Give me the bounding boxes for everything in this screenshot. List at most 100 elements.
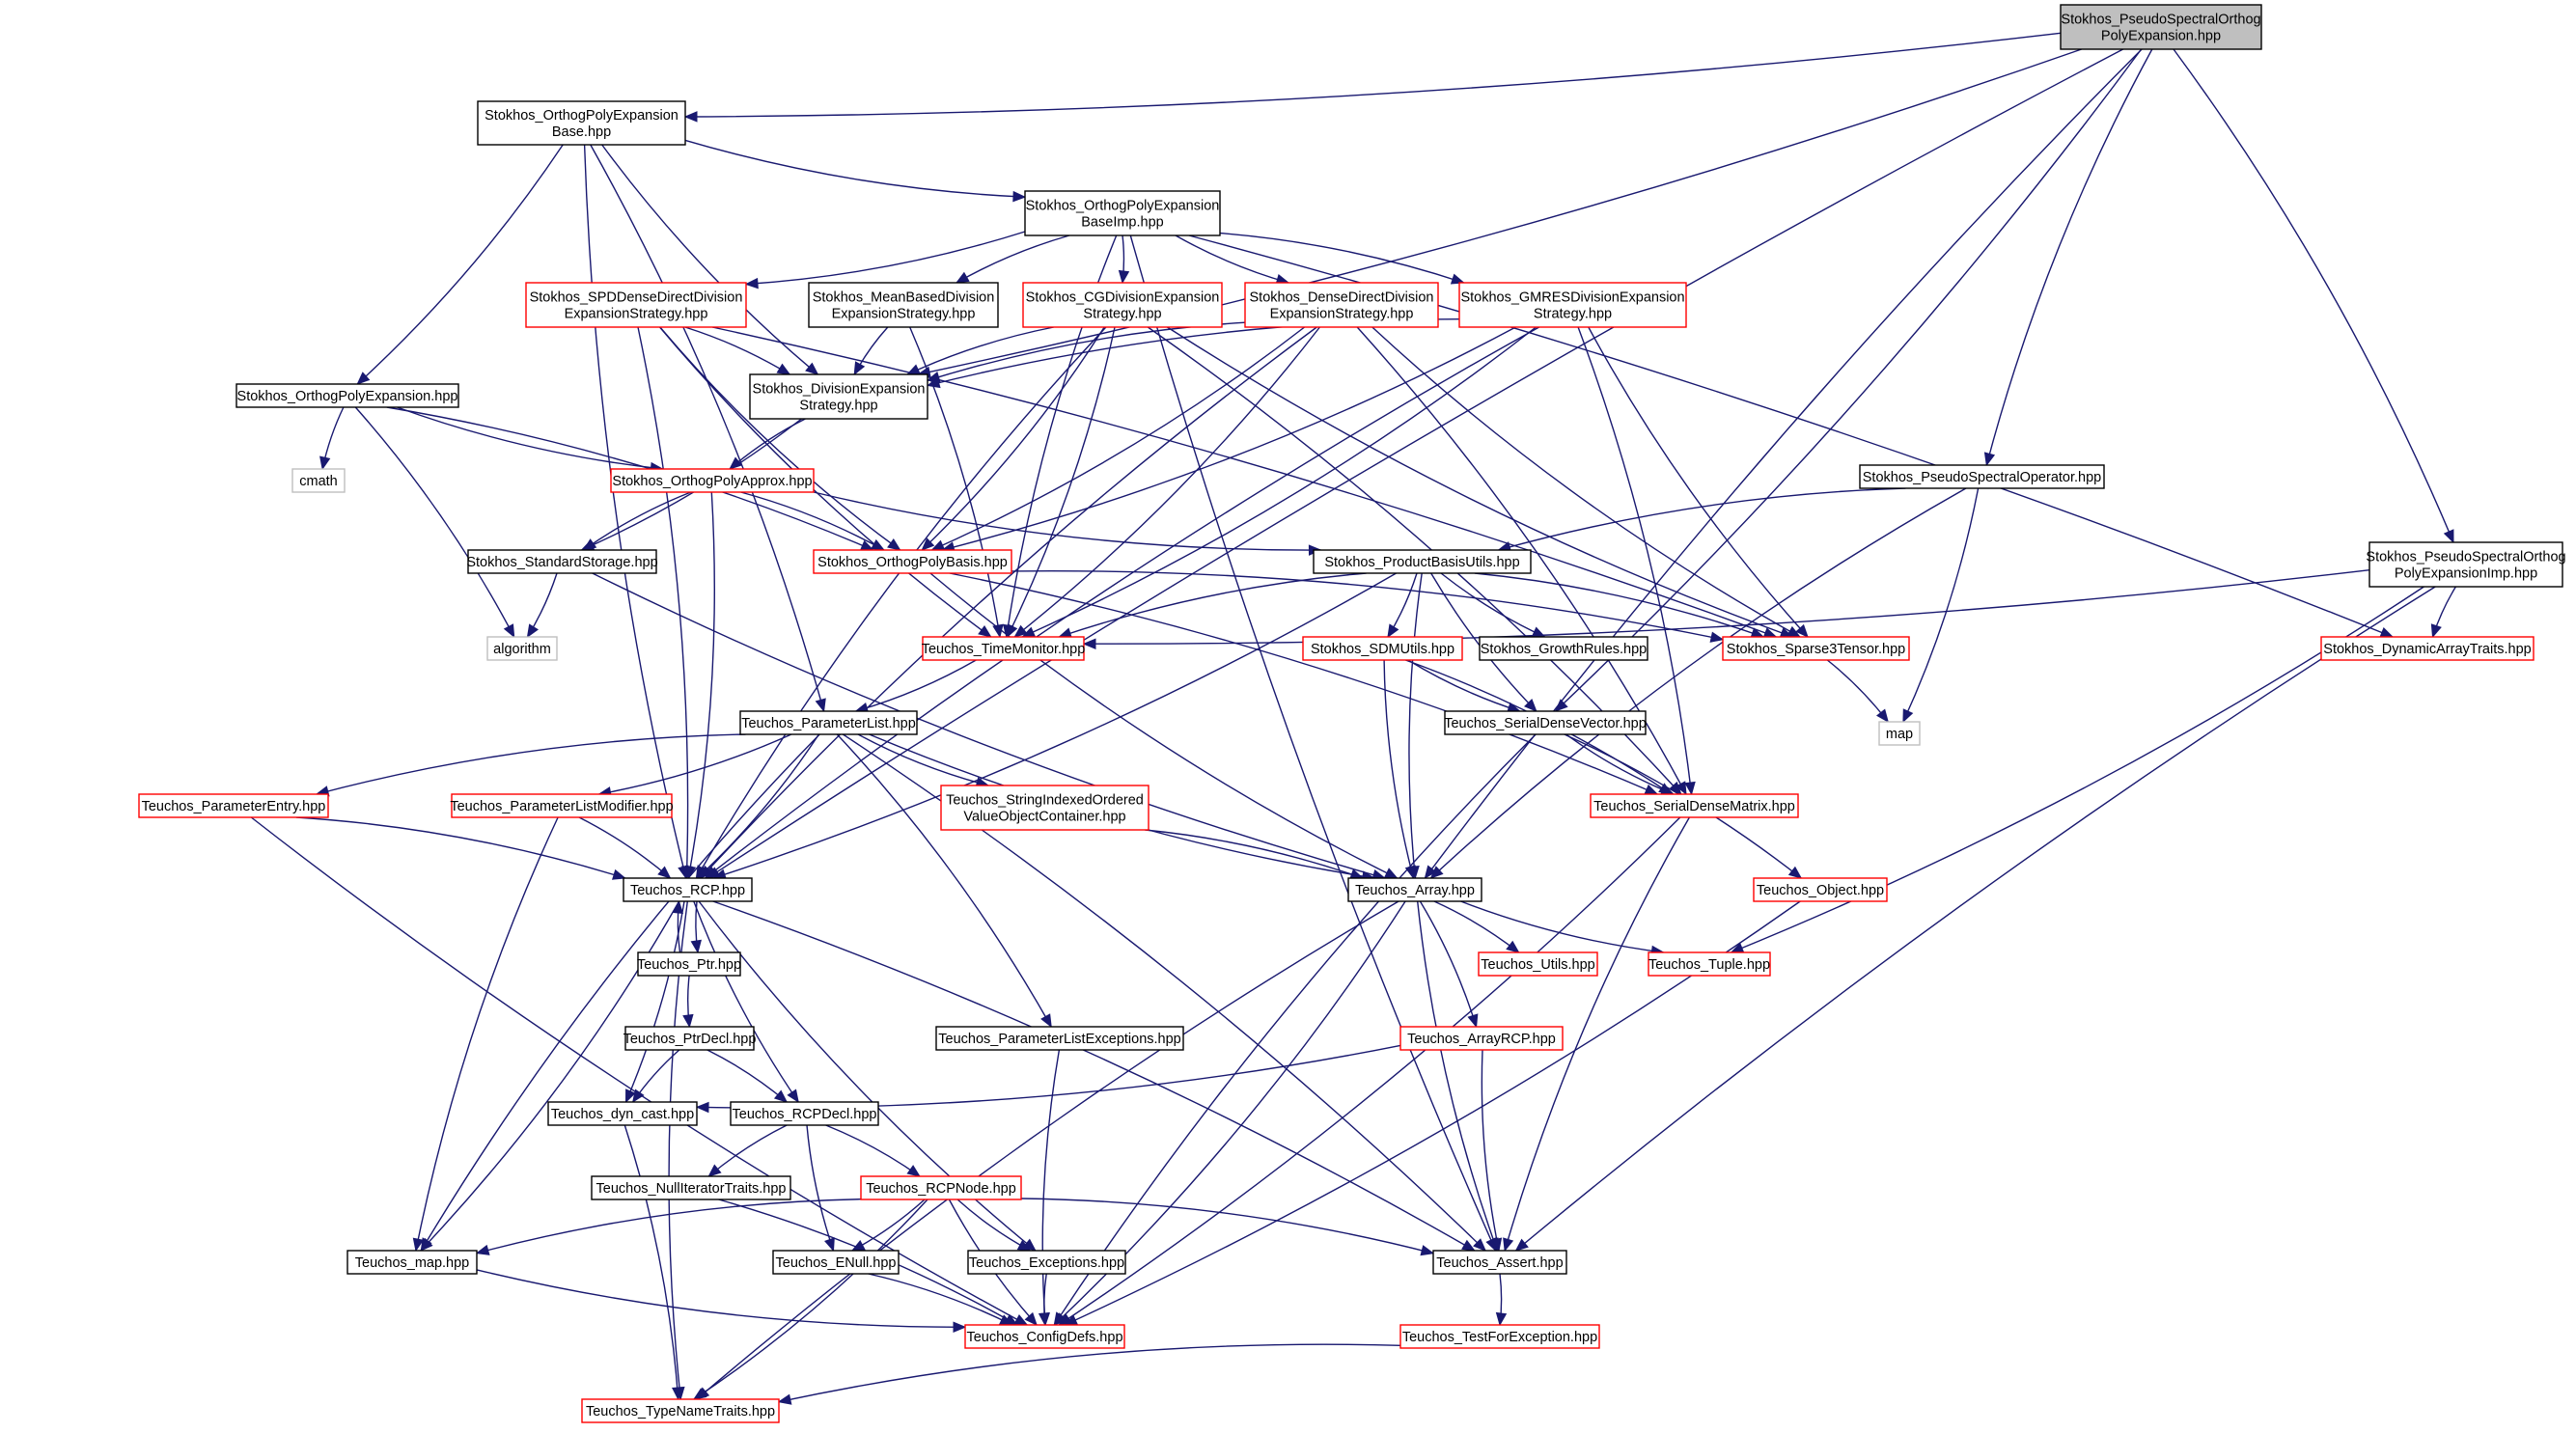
node-gmres[interactable]: Stokhos_GMRESDivisionExpansionStrategy.h…: [1458, 282, 1687, 328]
node-box[interactable]: [808, 282, 999, 328]
node-box[interactable]: [1479, 636, 1648, 661]
node-pl[interactable]: Teuchos_ParameterList.hpp: [739, 710, 918, 735]
node-rcp[interactable]: Teuchos_RCP.hpp: [623, 877, 753, 902]
node-psimp[interactable]: Stokhos_PseudoSpectralOrthogPolyExpansio…: [2366, 541, 2566, 588]
node-box[interactable]: [1722, 636, 1910, 661]
node-s3t[interactable]: Stokhos_Sparse3Tensor.hpp: [1722, 636, 1910, 661]
node-box[interactable]: [964, 1324, 1125, 1349]
node-sdm[interactable]: Teuchos_SerialDenseMatrix.hpp: [1590, 793, 1799, 818]
node-box[interactable]: [860, 1175, 1022, 1200]
node-box[interactable]: [1302, 636, 1463, 661]
node-box[interactable]: [1313, 549, 1532, 574]
node-box[interactable]: [2060, 4, 2262, 50]
node-assert[interactable]: Teuchos_Assert.hpp: [1432, 1250, 1567, 1275]
node-pso[interactable]: Stokhos_PseudoSpectralOperator.hpp: [1859, 464, 2105, 489]
node-ptrdecl[interactable]: Teuchos_PtrDecl.hpp: [623, 1026, 757, 1051]
node-box[interactable]: [2368, 541, 2563, 588]
node-box[interactable]: [1444, 710, 1647, 735]
node-box[interactable]: [1399, 1324, 1600, 1349]
node-box[interactable]: [1347, 877, 1482, 902]
node-exc[interactable]: Teuchos_Exceptions.hpp: [967, 1250, 1126, 1275]
node-sdv[interactable]: Teuchos_SerialDenseVector.hpp: [1444, 710, 1647, 735]
node-box[interactable]: [967, 1250, 1126, 1275]
node-box[interactable]: [637, 951, 741, 977]
node-mean[interactable]: Stokhos_MeanBasedDivisionExpansionStrate…: [808, 282, 999, 328]
node-box[interactable]: [610, 468, 815, 493]
node-box[interactable]: [1244, 282, 1439, 328]
node-box[interactable]: [451, 793, 673, 818]
node-box[interactable]: [623, 877, 753, 902]
node-ss[interactable]: Stokhos_StandardStorage.hpp: [466, 549, 658, 574]
node-dyn[interactable]: Teuchos_dyn_cast.hpp: [547, 1101, 698, 1126]
node-tuple[interactable]: Teuchos_Tuple.hpp: [1648, 951, 1771, 977]
node-config[interactable]: Teuchos_ConfigDefs.hpp: [964, 1324, 1125, 1349]
node-box[interactable]: [730, 1101, 879, 1126]
node-sdmutils[interactable]: Stokhos_SDMUtils.hpp: [1302, 636, 1463, 661]
node-rcpnode[interactable]: Teuchos_RCPNode.hpp: [860, 1175, 1022, 1200]
node-tmap[interactable]: Teuchos_map.hpp: [346, 1250, 478, 1275]
node-box[interactable]: [1590, 793, 1799, 818]
node-box[interactable]: [813, 549, 1012, 574]
node-box[interactable]: [486, 636, 558, 661]
node-ple[interactable]: Teuchos_ParameterListExceptions.hpp: [935, 1026, 1184, 1051]
node-box[interactable]: [1648, 951, 1771, 977]
node-box[interactable]: [525, 282, 747, 328]
node-box[interactable]: [138, 793, 329, 818]
node-box[interactable]: [624, 1026, 755, 1051]
node-box[interactable]: [291, 468, 346, 493]
node-box[interactable]: [2320, 636, 2534, 661]
node-box[interactable]: [1859, 464, 2105, 489]
node-pbu[interactable]: Stokhos_ProductBasisUtils.hpp: [1313, 549, 1532, 574]
node-tm[interactable]: Teuchos_TimeMonitor.hpp: [922, 636, 1086, 661]
node-box[interactable]: [1399, 1026, 1564, 1051]
node-object[interactable]: Teuchos_Object.hpp: [1753, 877, 1888, 902]
node-box[interactable]: [467, 549, 657, 574]
node-box[interactable]: [547, 1101, 698, 1126]
node-sio[interactable]: Teuchos_StringIndexedOrderedValueObjectC…: [940, 785, 1150, 831]
node-box[interactable]: [940, 785, 1150, 831]
node-box[interactable]: [235, 383, 459, 408]
node-box[interactable]: [935, 1026, 1184, 1051]
node-ope[interactable]: Stokhos_OrthogPolyExpansion.hpp: [235, 383, 459, 408]
node-arcp[interactable]: Teuchos_ArrayRCP.hpp: [1399, 1026, 1564, 1051]
node-box[interactable]: [477, 100, 686, 146]
node-enull[interactable]: Teuchos_ENull.hpp: [772, 1250, 900, 1275]
node-box[interactable]: [346, 1250, 478, 1275]
node-nit[interactable]: Teuchos_NullIteratorTraits.hpp: [591, 1175, 791, 1200]
node-opa[interactable]: Stokhos_OrthogPolyApprox.hpp: [610, 468, 815, 493]
node-utils[interactable]: Teuchos_Utils.hpp: [1478, 951, 1598, 977]
node-root[interactable]: Stokhos_PseudoSpectralOrthogPolyExpansio…: [2060, 4, 2262, 50]
node-box[interactable]: [581, 1398, 780, 1423]
node-box[interactable]: [591, 1175, 791, 1200]
node-cmath[interactable]: cmath: [291, 468, 346, 493]
node-box[interactable]: [1024, 190, 1221, 236]
node-ddd[interactable]: Stokhos_DenseDirectDivisionExpansionStra…: [1244, 282, 1439, 328]
node-box[interactable]: [922, 636, 1085, 661]
node-ptr[interactable]: Teuchos_Ptr.hpp: [637, 951, 741, 977]
node-box[interactable]: [1878, 721, 1921, 746]
node-box[interactable]: [1022, 282, 1223, 328]
node-map[interactable]: map: [1878, 721, 1921, 746]
node-box[interactable]: [1478, 951, 1598, 977]
node-tfe[interactable]: Teuchos_TestForException.hpp: [1399, 1324, 1600, 1349]
node-plm[interactable]: Teuchos_ParameterListModifier.hpp: [450, 793, 674, 818]
node-box[interactable]: [749, 373, 928, 420]
node-box[interactable]: [1753, 877, 1888, 902]
node-spd[interactable]: Stokhos_SPDDenseDirectDivisionExpansionS…: [525, 282, 747, 328]
node-array[interactable]: Teuchos_Array.hpp: [1347, 877, 1482, 902]
node-box[interactable]: [1432, 1250, 1567, 1275]
node-growth[interactable]: Stokhos_GrowthRules.hpp: [1479, 636, 1648, 661]
node-opbasis[interactable]: Stokhos_OrthogPolyBasis.hpp: [813, 549, 1012, 574]
node-box[interactable]: [739, 710, 918, 735]
node-pe[interactable]: Teuchos_ParameterEntry.hpp: [138, 793, 329, 818]
node-rcpdecl[interactable]: Teuchos_RCPDecl.hpp: [730, 1101, 879, 1126]
node-tnt[interactable]: Teuchos_TypeNameTraits.hpp: [581, 1398, 780, 1423]
node-dat[interactable]: Stokhos_DynamicArrayTraits.hpp: [2320, 636, 2534, 661]
node-algorithm[interactable]: algorithm: [486, 636, 558, 661]
node-box[interactable]: [772, 1250, 900, 1275]
node-box[interactable]: [1458, 282, 1687, 328]
